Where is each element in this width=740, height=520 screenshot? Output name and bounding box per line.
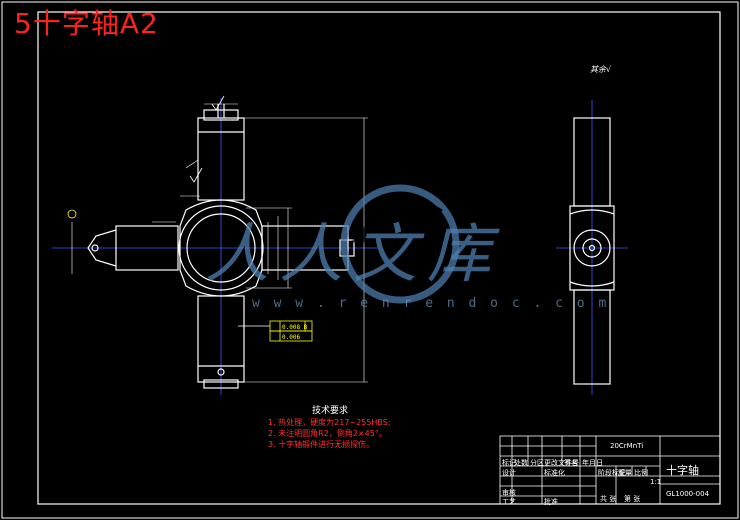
tb-label-zone: 分区: [530, 459, 544, 467]
tech-requirement-1: 1. 热处理，硬度为217~255HBS;: [268, 418, 391, 427]
tb-label-scale: 比例: [634, 469, 648, 477]
tolerance-row-1: 0.008 B: [282, 324, 308, 331]
side-view: [556, 100, 628, 395]
hub-outline: [179, 199, 263, 297]
title-block-scale: 1:1: [650, 478, 662, 486]
left-journal: [115, 225, 179, 271]
tb-label-count: 处数: [514, 459, 528, 467]
tolerance-frame: [238, 320, 313, 342]
tb-label-date: 年月日: [582, 459, 603, 467]
tb-label-standard: 标准化: [544, 469, 565, 477]
tb-label-design: 设计: [502, 469, 516, 477]
roughness-symbols: [67, 95, 225, 219]
watermark-logo-text: 人人文库: [205, 218, 501, 292]
lower-journal-tip: [203, 379, 239, 389]
tb-label-review: 审核: [502, 489, 516, 497]
left-journal-tip: [87, 229, 117, 267]
tb-label-mark: 标记: [502, 459, 516, 467]
tb-label-sheet: 第 张: [624, 495, 641, 503]
watermark-url: w w w . r e n r e n d o c . c o m: [252, 296, 610, 311]
title-block: [499, 435, 721, 505]
tb-label-total-sheets: 共 张: [600, 495, 617, 503]
side-bore-outer: [573, 229, 611, 267]
title-block-drawing-no: GL1000-004: [666, 490, 710, 498]
title-block-material: 20CrMnTi: [610, 442, 644, 450]
dimension-lines: [71, 103, 368, 383]
drawing-title: 5十字轴A2: [14, 7, 159, 40]
tb-label-process: 工艺: [502, 498, 516, 506]
watermark-logo: [340, 184, 460, 304]
roughness-note: 其余√: [590, 65, 612, 74]
tech-requirements-heading: 技术要求: [312, 406, 349, 416]
hub-bore-inner: [186, 213, 256, 283]
tb-label-change-doc: 更改文件号: [544, 459, 579, 467]
side-bore-inner: [582, 238, 602, 258]
tolerance-row-2: 0.006: [282, 334, 300, 341]
tech-requirement-2: 2. 未注明圆角R2，倒角2×45°。: [268, 429, 387, 438]
tb-label-stage: 阶段标记: [598, 469, 626, 477]
tb-label-approve: 批准: [544, 498, 558, 506]
inner-border: [37, 11, 721, 505]
hub-bore: [178, 205, 264, 291]
front-view: [52, 98, 378, 395]
tb-label-weight: 重量: [618, 469, 632, 477]
upper-journal-tip: [203, 109, 239, 121]
tb-label-sign: 签名: [564, 459, 578, 467]
tech-requirement-3: 3. 十字轴锻件进行无损探伤。: [268, 440, 375, 449]
side-lower-journal: [573, 289, 611, 385]
title-block-part-name: 十字轴: [666, 464, 699, 477]
